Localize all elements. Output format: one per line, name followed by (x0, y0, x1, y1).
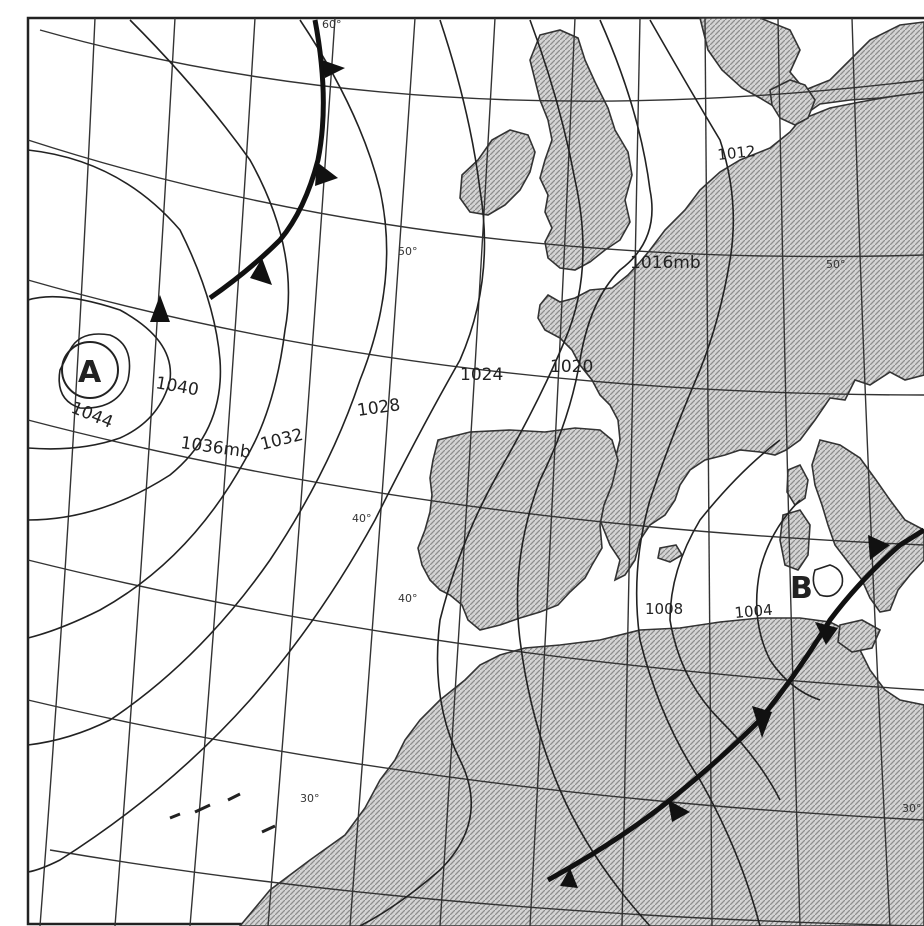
pressure-centers: A B (61, 341, 813, 606)
isobar-label-1040: 1040 (154, 373, 200, 400)
isobar-line-1016 (516, 19, 653, 926)
corsica (786, 463, 809, 507)
high-pressure-ring (61, 341, 119, 399)
isobar-label-1016: 1016mb (630, 253, 701, 273)
isobar-label-1004: 1004 (734, 601, 774, 622)
isobar-line-1040 (27, 295, 172, 450)
lat-label-40: 40° (352, 512, 372, 525)
cold-front-atlantic (150, 19, 345, 322)
latitude-labels: 60° 50° 50° 40° 40° 30° 30° (300, 18, 922, 815)
sardinia (779, 509, 811, 571)
low-pressure-symbol: B (790, 571, 813, 606)
isobar-label-1020: 1020 (550, 357, 593, 377)
lat-label-50-east: 50° (826, 258, 846, 271)
isobar-line-low-center (812, 564, 844, 598)
isobar-label-1024: 1024 (460, 365, 503, 385)
ireland (459, 129, 536, 216)
isobar-line-1032 (27, 19, 290, 639)
lat-label-30: 30° (300, 792, 320, 805)
trough-dashes (169, 792, 276, 834)
isobar-label-1032: 1032 (258, 425, 305, 455)
lat-label-30-east: 30° (902, 802, 922, 815)
isobar-label-1012: 1012 (717, 142, 757, 164)
isobar-line-1028 (27, 19, 388, 746)
isobar-line-1036 (27, 149, 222, 521)
denmark (769, 79, 816, 126)
scandinavia (698, 17, 924, 119)
great-britain (529, 29, 633, 271)
parallels (27, 29, 924, 926)
isobar-line-1008 (669, 439, 781, 801)
isobar-line-1020 (359, 19, 584, 926)
cold-front-mediterranean (546, 527, 924, 888)
sicily (837, 619, 882, 653)
land-masses (238, 17, 924, 926)
lat-label-40-west: 40° (398, 592, 418, 605)
balearic-island (657, 544, 684, 563)
isobar-label-1028: 1028 (356, 395, 402, 421)
italy (811, 439, 924, 613)
meridians (39, 17, 891, 926)
north-africa (238, 617, 924, 926)
high-pressure-symbol: A (78, 355, 102, 390)
isobars (27, 19, 844, 926)
continental-europe (537, 91, 924, 582)
isobar-line-1044 (58, 333, 131, 409)
isobar-line-1024 (27, 19, 486, 873)
lat-label-50: 50° (398, 245, 418, 258)
lat-label-60: 60° (322, 18, 342, 31)
isobar-label-1008: 1008 (645, 600, 683, 618)
